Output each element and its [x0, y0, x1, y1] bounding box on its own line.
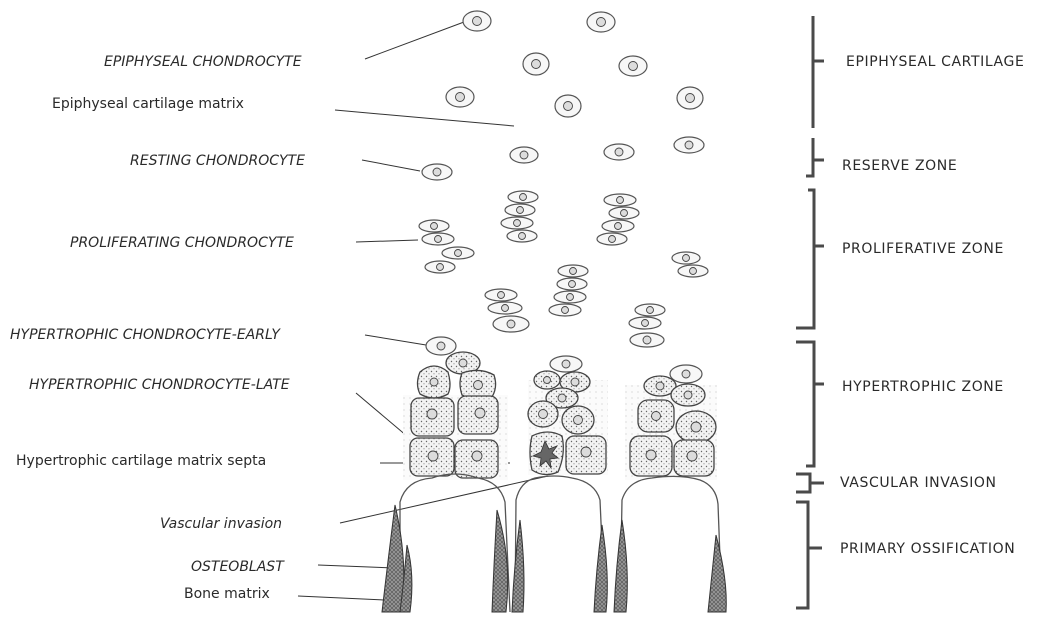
proliferating-chondrocytes [419, 191, 708, 347]
leader-osteoblast [318, 565, 395, 568]
resting-chondrocytes [422, 137, 704, 180]
bracket-reserve-zone [806, 138, 824, 176]
bone-matrix [492, 510, 508, 612]
label-osteoblast: OSTEOBLAST [191, 559, 285, 575]
bone-matrix [512, 520, 524, 612]
label-hypertrophic-late: HYPERTROPHIC CHONDROCYTE-LATE [29, 377, 290, 393]
cell-labels: EPIPHYSEAL CHONDROCYTE Epiphyseal cartil… [10, 54, 305, 602]
label-hypertrophic-early: HYPERTROPHIC CHONDROCYTE-EARLY [10, 327, 281, 343]
resting-chondrocyte [422, 164, 452, 180]
proliferating-column [501, 191, 538, 242]
hypertrophic-column-middle [528, 356, 608, 475]
label-vascular-invasion: Vascular invasion [160, 516, 282, 532]
epiphyseal-chondrocyte [463, 11, 491, 31]
epiphyseal-chondrocyte [555, 95, 581, 117]
bone-matrix [708, 535, 726, 612]
resting-chondrocyte [510, 147, 538, 163]
epiphyseal-chondrocyte [446, 87, 474, 107]
label-bone-matrix: Bone matrix [184, 586, 270, 602]
bracket-primary-ossification [796, 502, 822, 608]
resting-chondrocyte [604, 144, 634, 160]
epiphyseal-chondrocyte [677, 87, 703, 109]
epiphyseal-chondrocytes [446, 11, 703, 117]
leader-epiphyseal-chondrocyte [365, 22, 464, 59]
leader-resting-chondrocyte [362, 160, 420, 171]
hypertrophic-column-left [403, 352, 508, 480]
epiphyseal-chondrocyte [587, 12, 615, 32]
bracket-proliferative-zone [796, 190, 824, 328]
proliferating-column [419, 220, 474, 273]
leader-epiphyseal-matrix [335, 110, 514, 126]
hypertrophic-chondrocytes [403, 337, 717, 480]
epiphyseal-chondrocyte [523, 53, 549, 75]
hypertrophic-early-cell [426, 337, 456, 355]
proliferating-column [597, 194, 639, 245]
label-proliferating-chondrocyte: PROLIFERATING CHONDROCYTE [70, 235, 294, 251]
capillary-loop [515, 476, 605, 612]
capillary-loop [620, 476, 722, 612]
zone-label-reserve: RESERVE ZONE [842, 158, 957, 174]
bone-matrix [614, 520, 627, 612]
bracket-hypertrophic-zone [796, 342, 824, 466]
leader-bone-matrix [298, 596, 385, 600]
zone-label-primary-ossification: PRIMARY OSSIFICATION [840, 541, 1015, 557]
zone-brackets [796, 16, 824, 608]
proliferating-column [629, 304, 665, 347]
zone-label-epiphyseal-cartilage: EPIPHYSEAL CARTILAGE [846, 54, 1024, 70]
label-resting-chondrocyte: RESTING CHONDROCYTE [130, 153, 305, 169]
zone-label-vascular-invasion: VASCULAR INVASION [840, 475, 997, 491]
zone-label-proliferative: PROLIFERATIVE ZONE [842, 241, 1004, 257]
bone-matrix [594, 525, 607, 612]
leader-proliferating-chondrocyte [356, 240, 418, 242]
leader-vascular-invasion [340, 476, 548, 523]
label-epiphyseal-matrix: Epiphyseal cartilage matrix [52, 96, 244, 112]
proliferating-column [672, 252, 708, 277]
proliferating-column [485, 289, 529, 332]
bracket-epiphyseal-cartilage [813, 16, 824, 128]
zone-label-hypertrophic: HYPERTROPHIC ZONE [842, 379, 1004, 395]
bracket-vascular-invasion [796, 474, 824, 492]
label-matrix-septa: Hypertrophic cartilage matrix septa [16, 453, 266, 469]
proliferating-column [549, 265, 588, 316]
epiphyseal-chondrocyte [619, 56, 647, 76]
primary-ossification [382, 474, 726, 612]
label-epiphyseal-chondrocyte: EPIPHYSEAL CHONDROCYTE [104, 54, 302, 70]
resting-chondrocyte [674, 137, 704, 153]
zone-labels: EPIPHYSEAL CARTILAGE RESERVE ZONE PROLIF… [840, 54, 1024, 557]
leader-hypertrophic-early [365, 335, 426, 345]
hypertrophic-column-right [625, 365, 717, 480]
